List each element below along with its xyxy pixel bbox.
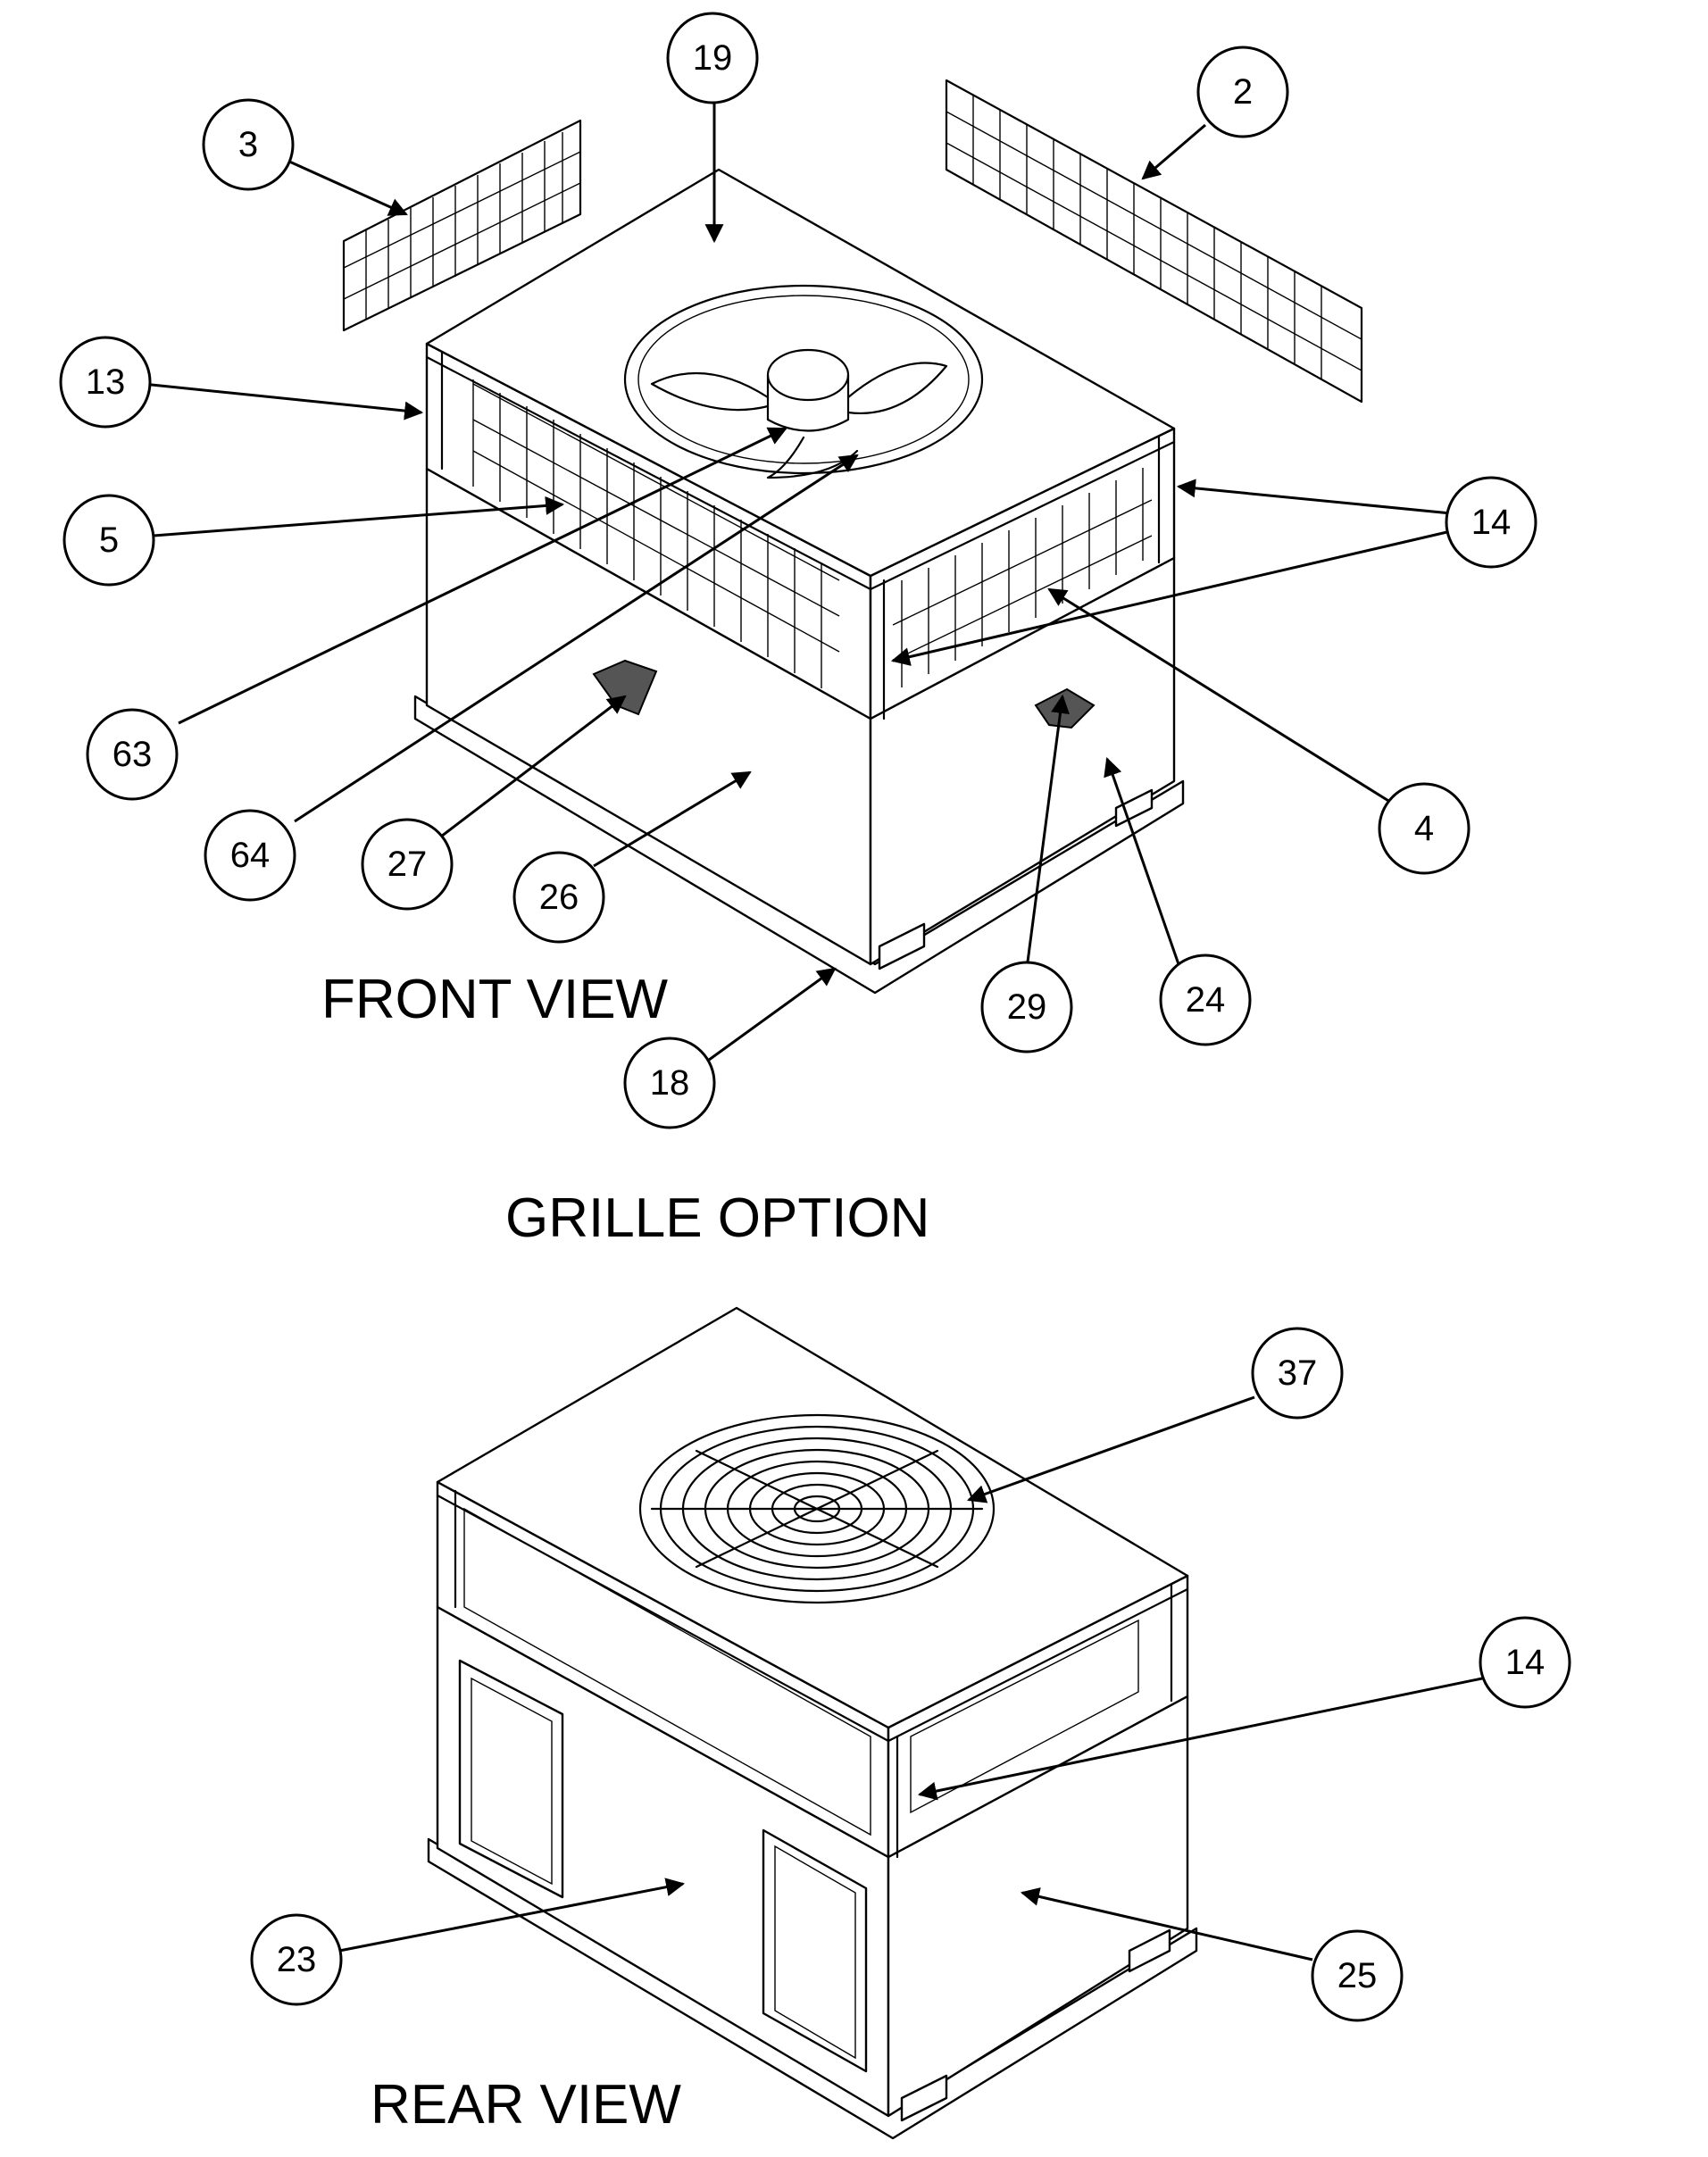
callout-25: 25 <box>1311 1929 1404 2022</box>
callout-19: 19 <box>666 12 759 104</box>
callout-label: 64 <box>230 836 271 875</box>
callout-label: 63 <box>112 735 153 774</box>
front-view-unit <box>413 168 1185 995</box>
callout-14: 14 <box>1445 476 1537 569</box>
callout-label: 4 <box>1414 809 1434 848</box>
front-view-caption: FRONT VIEW <box>321 969 669 1030</box>
callout-27: 27 <box>361 818 454 911</box>
callout-29: 29 <box>980 961 1073 1054</box>
callout-label: 29 <box>1007 987 1047 1027</box>
callout-label: 2 <box>1233 72 1253 112</box>
leader-lines <box>142 87 1483 1961</box>
callout-label: 5 <box>99 521 119 560</box>
callout-37: 37 <box>1251 1327 1344 1420</box>
callout-3: 3 <box>202 98 295 191</box>
callout-label: 19 <box>693 38 733 78</box>
grille-option-caption: GRILLE OPTION <box>505 1187 929 1249</box>
rear-top-cover <box>436 1306 1189 1729</box>
callout-2: 2 <box>1196 46 1289 138</box>
rear-view-caption: REAR VIEW <box>371 2074 681 2136</box>
rear-view-unit <box>427 1306 1198 2140</box>
callout-label: 24 <box>1186 980 1226 1020</box>
front-coil-grille-right <box>892 468 1153 687</box>
callout-23: 23 <box>250 1913 343 2006</box>
callout-label: 14 <box>1471 503 1512 542</box>
front-coil-grille-left <box>472 379 840 688</box>
callout-label: 23 <box>277 1940 317 1979</box>
callout-label: 3 <box>238 125 258 164</box>
callout-label: 25 <box>1337 1956 1378 1995</box>
callout-label: 26 <box>539 878 579 917</box>
callout-label: 37 <box>1278 1353 1318 1393</box>
callout-63: 63 <box>86 708 179 801</box>
front-fan-orifice <box>623 284 984 475</box>
callout-26: 26 <box>512 851 605 944</box>
callout-18: 18 <box>623 1037 716 1129</box>
callout-13: 13 <box>59 336 152 429</box>
front-base-rail <box>413 695 1185 995</box>
callout-label: 13 <box>86 362 126 402</box>
callout-label: 14 <box>1505 1643 1546 1682</box>
rear-access-opening-right <box>762 1828 868 2073</box>
callout-5: 5 <box>62 494 155 587</box>
callout-label: 18 <box>650 1063 690 1103</box>
side-grille-part-2 <box>945 79 1363 404</box>
callout-4: 4 <box>1378 782 1471 875</box>
rear-access-opening-left <box>458 1659 564 1899</box>
callout-64: 64 <box>204 809 296 902</box>
front-top-cover <box>425 168 1176 578</box>
side-grille-part-3 <box>342 119 582 332</box>
rear-fan-guard <box>638 1413 996 1604</box>
callout-label: 27 <box>387 845 428 884</box>
callout-24: 24 <box>1159 954 1252 1046</box>
callout-14-rear: 14 <box>1479 1616 1571 1709</box>
